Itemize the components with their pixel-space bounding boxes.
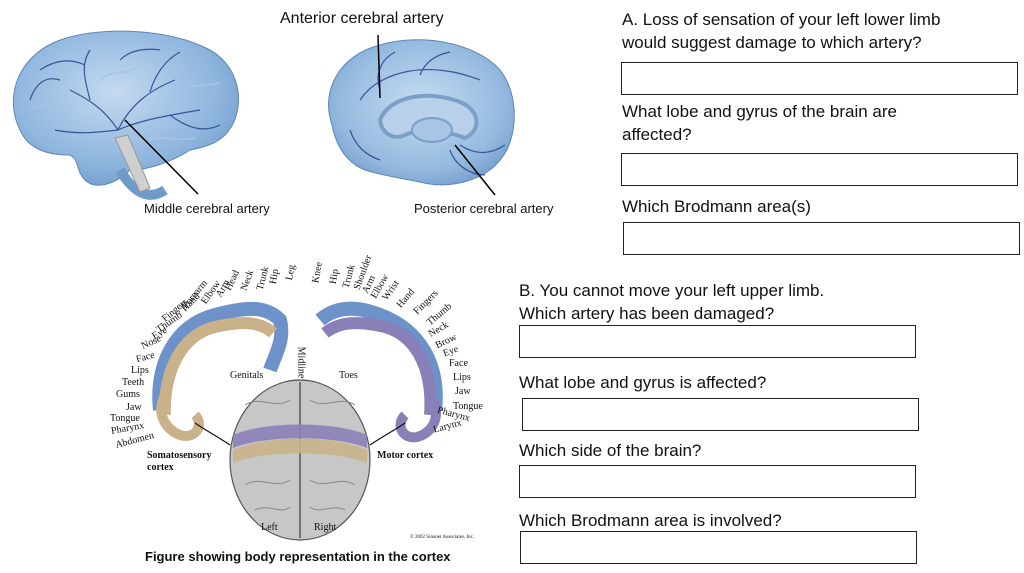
pca-label: Posterior cerebral artery	[414, 201, 554, 216]
figure-caption: Figure showing body representation in th…	[145, 549, 451, 564]
homunculus-figure	[152, 301, 443, 541]
aca-label: Anterior cerebral artery	[280, 10, 444, 27]
section-a-q2: What lobe and gyrus of the brain are aff…	[622, 100, 897, 146]
section-b-q1: B. You cannot move your left upper limb.…	[519, 279, 824, 325]
answer-a3-field[interactable]	[623, 222, 1020, 255]
section-b-q1-line1: B. You cannot move your left upper limb.	[519, 281, 825, 300]
section-b-q1-line2: Which artery has been damaged?	[519, 304, 775, 323]
section-a-q2-line1: What lobe and gyrus of the brain are	[622, 102, 897, 121]
mca-label: Middle cerebral artery	[144, 201, 270, 216]
answer-b1-field[interactable]	[519, 325, 916, 358]
section-b-q4: Which Brodmann area is involved?	[519, 511, 782, 530]
section-a-q1-line2: would suggest damage to which artery?	[622, 33, 922, 52]
answer-b3-field[interactable]	[519, 465, 916, 498]
section-a-q3: Which Brodmann area(s)	[622, 197, 811, 216]
answer-b4-field[interactable]	[520, 531, 917, 564]
section-b-q2: What lobe and gyrus is affected?	[519, 373, 767, 392]
answer-a2-field[interactable]	[621, 153, 1018, 186]
answer-b2-field[interactable]	[522, 398, 919, 431]
section-a-q1: A. Loss of sensation of your left lower …	[622, 8, 940, 54]
answer-a1-field[interactable]	[621, 62, 1018, 95]
medial-brain-figure	[328, 34, 515, 196]
section-b-q3: Which side of the brain?	[519, 441, 702, 460]
section-a-q1-line1: A. Loss of sensation of your left lower …	[622, 10, 941, 29]
lateral-brain-figure	[12, 30, 239, 200]
section-a-q2-line2: affected?	[622, 125, 692, 144]
